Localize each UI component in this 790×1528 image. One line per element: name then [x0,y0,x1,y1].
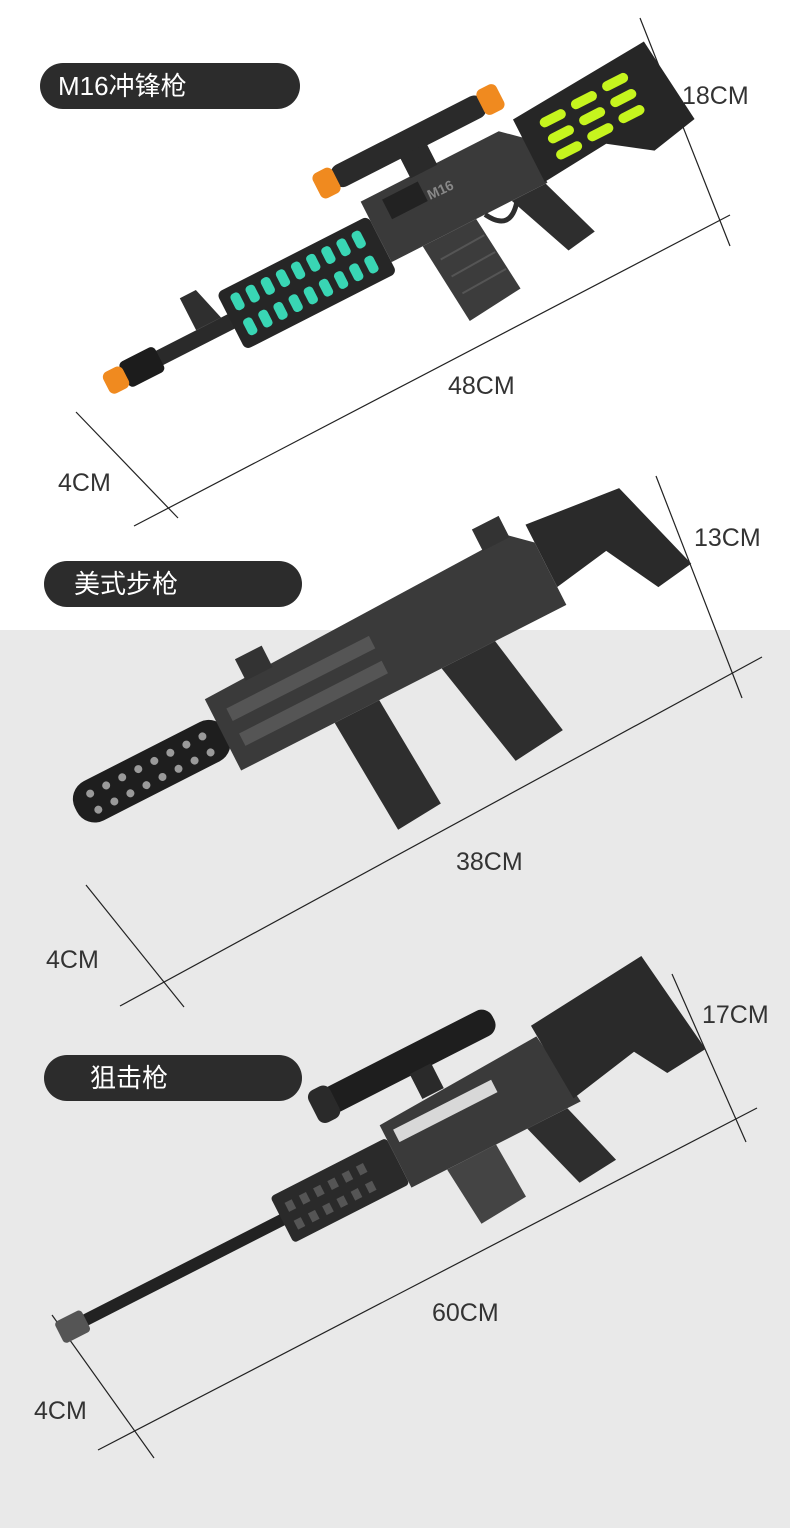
sniper-width-label: 4CM [34,1397,87,1425]
smg-name-pill: 美式步枪 [44,561,302,607]
m16-rifle-toy-icon [102,41,695,394]
m16-length-label: 48CM [448,372,515,400]
smg-toy-icon [72,488,692,830]
sniper-name-pill: 狙击枪 [44,1055,302,1101]
smg-dimension-lines [85,475,763,1008]
m16-height-label: 18CM [682,82,749,110]
smg-width-label: 4CM [46,946,99,974]
m16-name-pill: M16冲锋枪 [40,63,300,109]
sniper-rifle-toy-icon [55,956,706,1343]
m16-name-label: M16冲锋枪 [58,71,187,101]
smg-height-label: 13CM [694,524,761,552]
m16-width-label: 4CM [58,469,111,497]
sniper-name-label: 狙击枪 [90,1063,169,1093]
sniper-length-label: 60CM [432,1299,499,1327]
sniper-height-label: 17CM [702,1001,769,1029]
smg-length-label: 38CM [456,848,523,876]
smg-name-label: 美式步枪 [74,569,179,599]
m16-dimension-lines [75,17,731,527]
